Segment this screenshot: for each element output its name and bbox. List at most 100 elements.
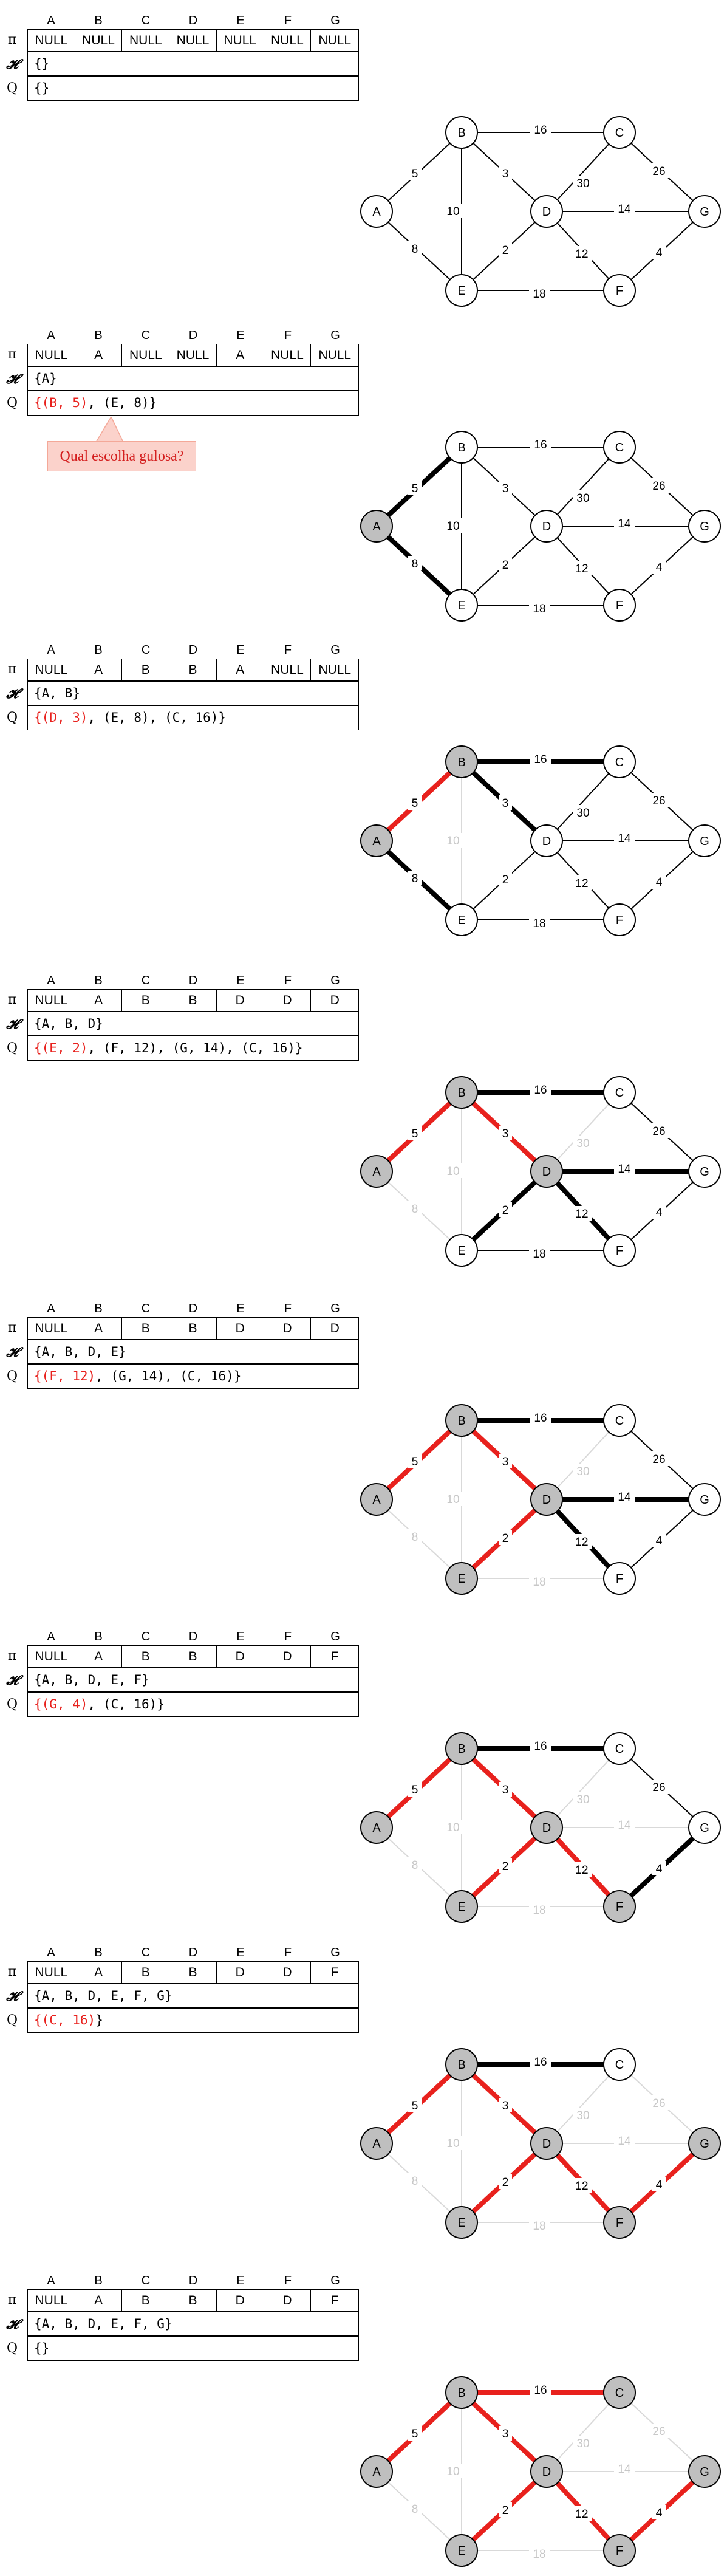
edge-label-bg-df [572,246,592,261]
edge-weight-cd: 30 [576,177,589,190]
node-d [530,2455,563,2488]
node-c [603,2048,636,2081]
column-header-e: E [236,1302,245,1315]
column-header-g: G [330,1302,340,1315]
edge-weight-dg: 14 [618,832,631,845]
pi-cell-g: F [330,1965,339,1979]
h-set-row: {A, B, D, E} [27,1339,359,1365]
column-header-f: F [284,14,292,27]
node-label-g: G [700,1821,709,1835]
pi-cell-d: NULL [169,30,217,52]
edge-label-bg-cg [649,2095,669,2110]
column-header-g: G [330,2274,340,2287]
node-c [603,1076,636,1109]
queue-value: {} [34,2341,50,2355]
edge-weight-ab: 5 [412,1784,418,1797]
edge-label-bg-dg [614,516,635,530]
edge-label-bg-dg [614,1489,635,1504]
node-label-b: B [457,2058,465,2072]
edge-weight-cd: 30 [576,2109,589,2122]
node-label-a: A [372,2137,381,2151]
node-label-g: G [700,205,709,219]
node-e [445,589,478,622]
pi-cell-b: A [75,990,123,1012]
node-f [603,2206,636,2239]
edge-weight-bd: 3 [502,482,509,495]
edge-weight-ab: 5 [412,168,418,180]
node-label-b: B [457,2386,465,2400]
queue-min-entry: (E, 2) [41,1041,88,1055]
node-g [688,195,721,228]
edge-label-bg-bd [499,2098,512,2112]
column-header-d: D [188,329,198,342]
node-f [603,903,636,936]
column-header-e: E [236,2274,245,2287]
edge-label-bg-ab [408,166,422,180]
column-header-a: A [47,643,55,657]
pi-cell-f: D [264,2290,312,2312]
pi-cell-b: A [75,659,123,681]
node-label-b: B [457,1742,465,1756]
column-header-e: E [236,1630,245,1643]
h-set-value: {A, B} [34,686,80,701]
pi-cell-a: NULL [28,30,75,52]
node-label-c: C [615,1742,624,1756]
column-header-c: C [141,1630,151,1643]
pi-cell-a: NULL [28,659,75,681]
column-header-f: F [284,1302,292,1315]
node-label-g: G [700,2465,709,2479]
edge-weight-fg: 4 [656,1535,663,1547]
pi-row-label: π [7,1964,17,1979]
column-header-b: B [94,643,103,657]
node-label-f: F [616,1900,623,1914]
edge-label-bg-ab [408,481,422,495]
edge-label-bg-cd [573,1464,593,1478]
edge-weight-ab: 5 [412,2100,418,2112]
node-label-b: B [457,441,465,454]
edge-label-bg-be [443,2136,463,2150]
node-label-a: A [372,205,381,219]
node-label-d: D [542,1821,551,1835]
edge-weight-de: 2 [502,874,509,886]
node-c [603,116,636,149]
edge-weight-de: 2 [502,1860,509,1873]
column-header-b: B [94,974,103,987]
edge-label-bg-ef [529,2218,550,2233]
node-a [360,824,393,857]
node-label-e: E [457,1900,465,1914]
edge-label-bg-dg [614,831,635,845]
node-label-d: D [542,1493,551,1507]
edge-label-bg-ef [529,1902,550,1917]
column-header-e: E [236,643,245,657]
column-header-a: A [47,1630,55,1643]
edge-weight-bd: 3 [502,1456,509,1468]
edge-label-bg-de [499,242,512,257]
edge-label-bg-bc [530,1082,551,1097]
edge-weight-cg: 26 [652,480,665,493]
queue-row: {(B, 5), (E, 8)} [27,390,359,416]
node-c [603,1404,636,1437]
edge-weight-ef: 18 [533,603,545,615]
edge-label-bg-ae [408,241,422,256]
edge-weight-de: 2 [502,2504,509,2517]
column-header-c: C [141,974,151,987]
edge-label-bg-cg [649,1123,669,1138]
edge-label-bg-dg [614,1817,635,1832]
edge-label-bg-bd [499,481,512,495]
edge-weight-bc: 16 [534,1084,547,1097]
node-b [445,1076,478,1109]
edge-label-bg-fg [652,560,666,574]
node-c [603,1732,636,1765]
h-row-label: 𝓗 [6,2317,18,2332]
pi-cell-a: NULL [28,1646,75,1668]
edge-label-bg-dg [614,2461,635,2476]
pi-cell-b: NULL [75,30,123,52]
edge-weight-dg: 14 [618,1491,631,1504]
